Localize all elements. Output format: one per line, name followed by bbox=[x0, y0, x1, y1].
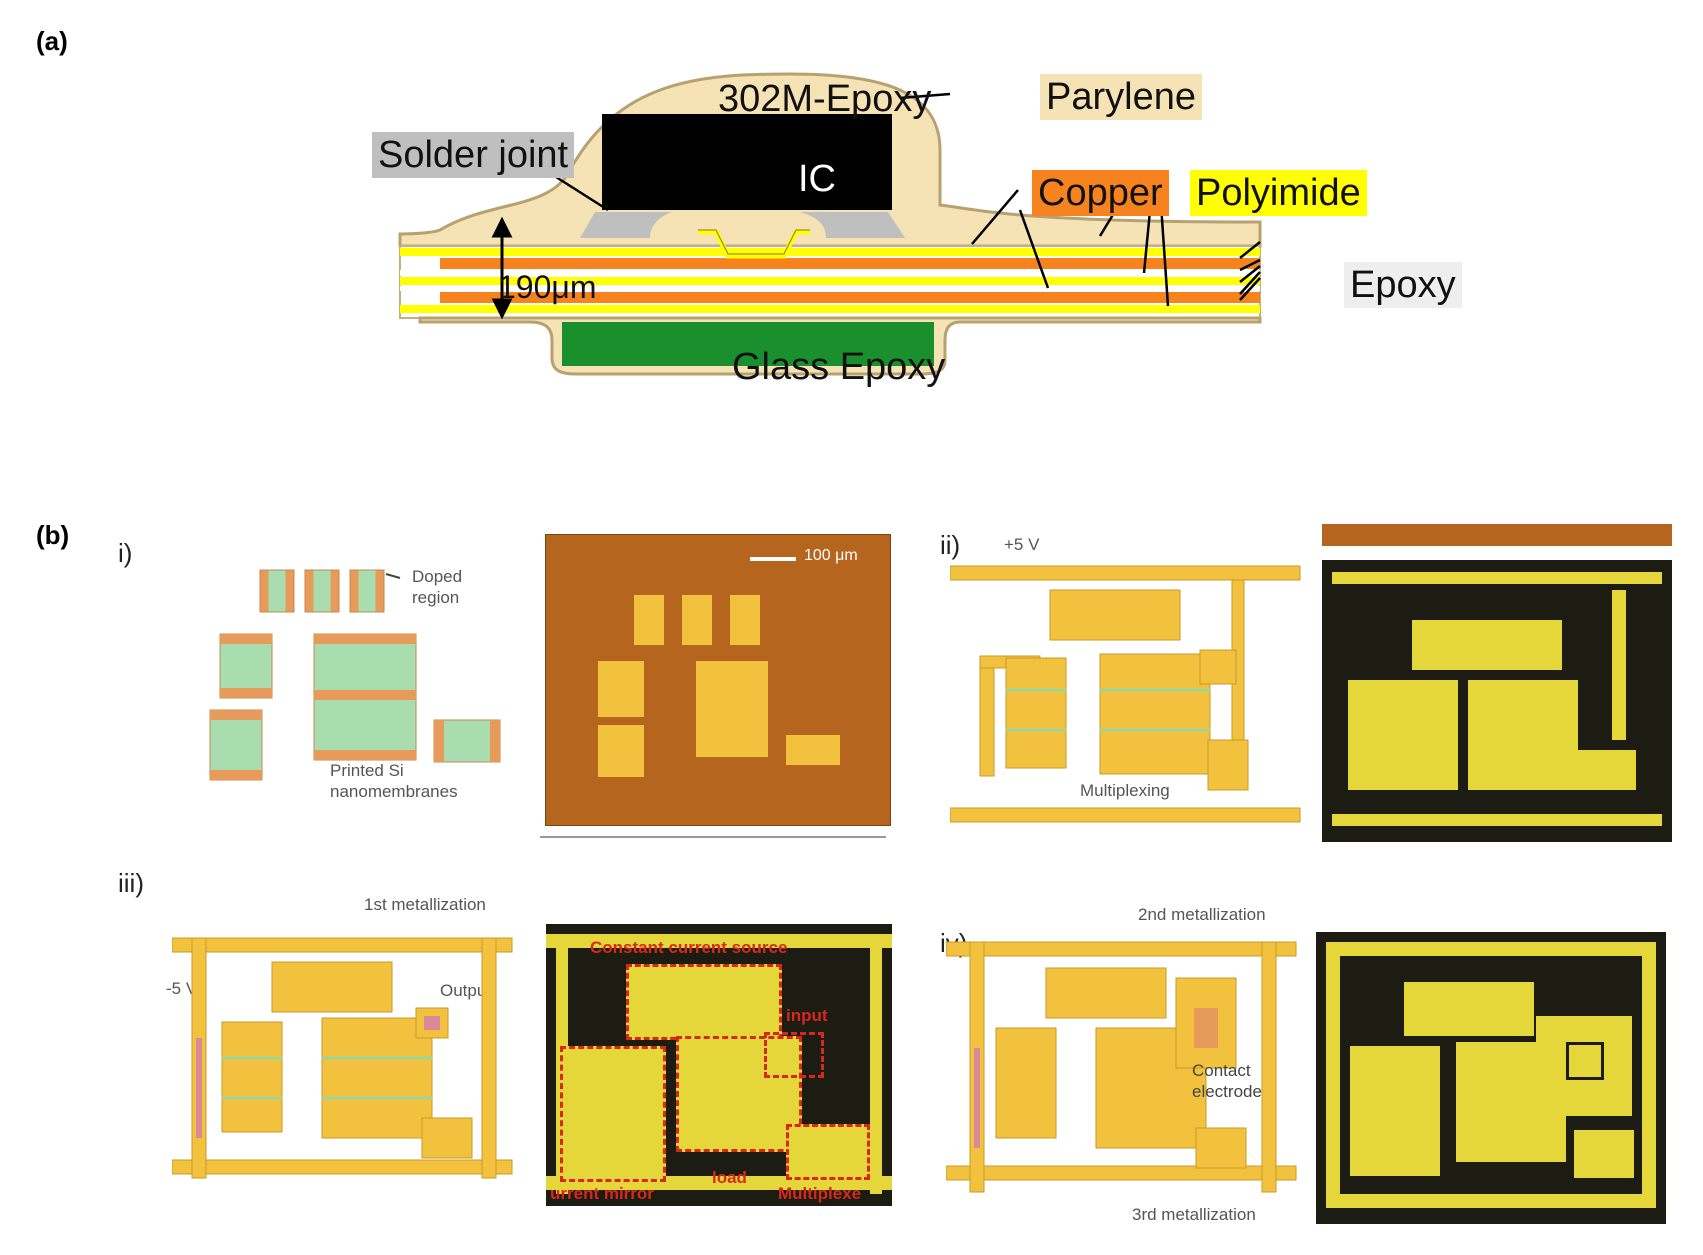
copper-layer-2 bbox=[440, 292, 1260, 303]
sub-i-divider bbox=[540, 836, 886, 838]
sub-iii-voltage: -5 V bbox=[166, 979, 198, 998]
epoxy-layer-1 bbox=[400, 270, 1260, 276]
sub-iii-label: iii) bbox=[118, 868, 144, 898]
multiplexing-text: Multiplexing bbox=[1080, 781, 1170, 800]
small-membranes bbox=[259, 569, 385, 613]
parylene-label: Parylene bbox=[1040, 74, 1202, 120]
panel-a-cross-section-diagram bbox=[398, 72, 1262, 376]
sub-i-schematic bbox=[209, 569, 501, 781]
pad-4 bbox=[598, 661, 644, 717]
sub-iv-micrograph bbox=[1316, 932, 1666, 1224]
thickness-label: 190μm bbox=[498, 269, 597, 305]
copper-label: Copper bbox=[1032, 170, 1169, 216]
solder-joint-right bbox=[800, 212, 905, 238]
sub-iv-schematic bbox=[946, 941, 1297, 1193]
pad-1 bbox=[634, 595, 664, 645]
epoxy-label: Epoxy bbox=[1344, 262, 1462, 308]
sub-ii-voltage: +5 V bbox=[1004, 535, 1040, 554]
pad-6 bbox=[598, 725, 644, 777]
multiplexer-text: Multiplexe bbox=[778, 1184, 862, 1203]
sub-iii-output: Output bbox=[440, 981, 492, 1000]
sub-iv-metallization-3: 3rd metallization bbox=[1132, 1205, 1256, 1224]
printed-si-text: Printed Si nanomembranes bbox=[330, 761, 458, 801]
low-membranes bbox=[209, 709, 501, 781]
polyimide-layer-3 bbox=[400, 305, 1260, 313]
pad-2 bbox=[682, 595, 712, 645]
ic-label: IC bbox=[798, 158, 836, 200]
sub-iii-schematic bbox=[172, 937, 513, 1179]
sub-ii-label: ii) bbox=[940, 530, 961, 560]
sub-i-label: i) bbox=[118, 538, 133, 568]
epoxy-layer-2 bbox=[400, 286, 1260, 291]
glass-epoxy-label: Glass Epoxy bbox=[732, 346, 946, 388]
polyimide-label: Polyimide bbox=[1190, 170, 1367, 216]
sub-iii-micrograph bbox=[546, 924, 892, 1206]
thickness-arrow bbox=[491, 216, 513, 320]
epoxy-302m-label: 302M-Epoxy bbox=[718, 78, 932, 120]
mid-membranes bbox=[219, 633, 417, 761]
input-text: input bbox=[786, 1006, 828, 1025]
via-trace-outline bbox=[698, 229, 810, 255]
contact-electrode-text: Contact electrode bbox=[1192, 1061, 1262, 1101]
sub-ii-micrograph bbox=[1322, 560, 1672, 842]
panel-b-letter: (b) bbox=[36, 520, 70, 550]
pad-5 bbox=[696, 661, 768, 757]
constant-current-source-text: Constant current source bbox=[590, 938, 788, 957]
pad-7 bbox=[786, 735, 840, 765]
panel-a-letter: (a) bbox=[36, 26, 68, 56]
copper-layer-1 bbox=[440, 258, 1260, 269]
sub-ii-brown-strip bbox=[1322, 524, 1672, 546]
doped-region-text: Doped region bbox=[412, 567, 463, 607]
sub-ii-schematic bbox=[950, 565, 1301, 823]
scale-bar-text: 100 μm bbox=[804, 547, 858, 564]
scale-bar bbox=[750, 557, 796, 561]
via-trace bbox=[698, 229, 810, 259]
sub-iii-metallization: 1st metallization bbox=[364, 895, 486, 914]
glass-epoxy-block bbox=[562, 322, 934, 366]
ic-chip bbox=[602, 114, 892, 210]
pad-3 bbox=[730, 595, 760, 645]
polyimide-layer-1 bbox=[400, 248, 1260, 256]
load-text: load bbox=[712, 1168, 747, 1187]
solder-joint-label: Solder joint bbox=[372, 132, 575, 178]
sub-iv-metallization-2: 2nd metallization bbox=[1138, 905, 1266, 924]
solder-joint-left bbox=[580, 212, 672, 238]
sub-i-micrograph: 100 μm bbox=[545, 534, 891, 826]
current-mirror-text: urrent mirror bbox=[550, 1184, 654, 1203]
polyimide-layer-2 bbox=[400, 277, 1260, 285]
